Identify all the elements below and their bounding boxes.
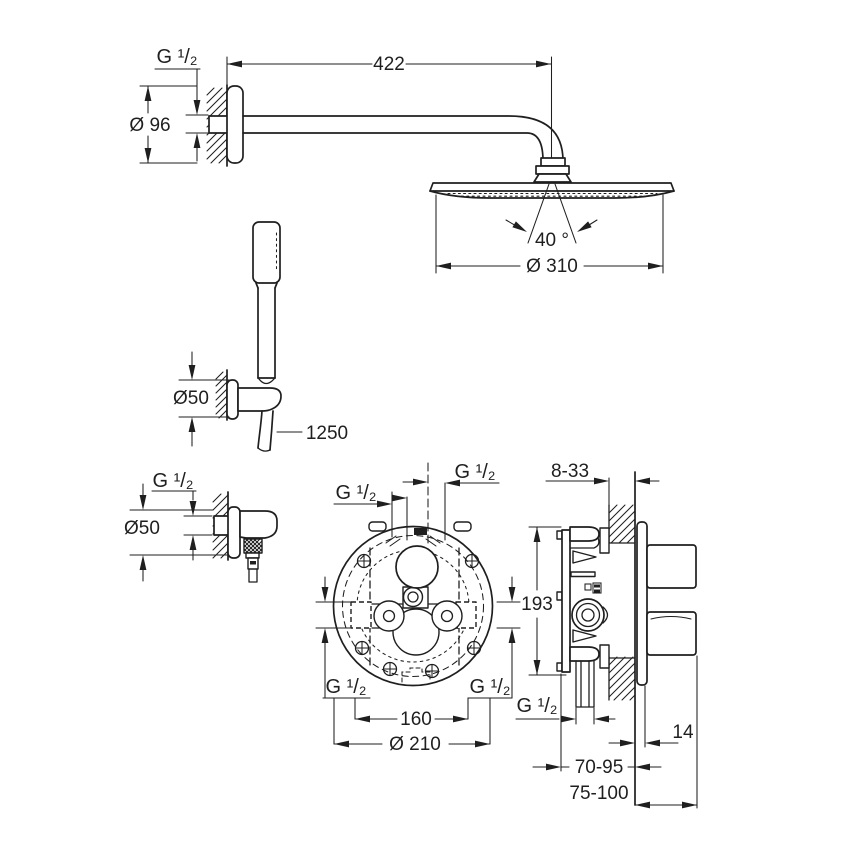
label-g12-mixer-bottom-right: G ¹/₂ (469, 676, 510, 698)
dim-1250: 1250 (306, 423, 348, 444)
dim-160-lines (354, 715, 469, 723)
label-g12-elbow: G ¹/₂ (152, 470, 193, 492)
head-shower-assembly (139, 56, 675, 274)
dimension-labels: G ¹/₂ 422 Ø 96 40 ° Ø 310 Ø50 1250 G ¹/₂… (124, 46, 694, 804)
dim-50-elbow-lines (129, 483, 228, 582)
fixing-screws (354, 553, 482, 679)
center-screw (402, 586, 424, 608)
label-g12-side: G ¹/₂ (516, 695, 557, 717)
arm-wall-thread (208, 115, 229, 134)
arm-nut (540, 157, 566, 167)
elbow-wall-thread (213, 515, 230, 536)
dim-d50-holder: Ø50 (173, 388, 209, 409)
dim-8-33-lines (545, 477, 660, 507)
mixer-top-leaders (333, 462, 500, 547)
dim-422: 422 (373, 54, 405, 75)
dim-d50-elbow: Ø50 (124, 518, 160, 539)
mixer-side-view (515, 471, 698, 809)
valve-right (431, 600, 463, 632)
mounting-lug-bottom (599, 644, 610, 669)
handle-top (646, 544, 697, 589)
holder-wall-hatch (215, 371, 228, 419)
arm-wall-flange (226, 85, 244, 164)
hose-nut-knurl (243, 538, 263, 554)
label-g12-arm: G ¹/₂ (156, 46, 197, 68)
rough-in-back-plate (561, 529, 571, 673)
mixer-side-leaders (315, 576, 521, 745)
bottom-outlet-dashed (401, 667, 431, 683)
valve-left (373, 600, 405, 632)
wall-elbow-assembly (129, 483, 278, 583)
side-outlet-left (350, 601, 372, 629)
dim-14-lines (608, 685, 679, 748)
mounting-lug-top (599, 527, 610, 554)
mixer-front-view (315, 462, 567, 748)
rough-in-body-outline (332, 525, 494, 687)
dim-75-100-lines (634, 655, 698, 809)
handle-bottom (646, 611, 697, 656)
mounting-ear-left (368, 521, 387, 532)
dim-193: 193 (521, 594, 553, 615)
dim-14: 14 (672, 722, 694, 743)
g12-side-leader (515, 707, 616, 725)
shower-arm (242, 115, 564, 162)
dim-d210: Ø 210 (389, 734, 441, 755)
trim-plate (636, 521, 648, 686)
hand-shower-head (252, 221, 281, 284)
g12-elbow-leader (151, 490, 213, 561)
label-g12-mixer-bottom-left: G ¹/₂ (325, 676, 366, 698)
dim-193-lines (528, 526, 567, 676)
dim-422-lines (226, 60, 552, 68)
dim-310-lines (435, 194, 664, 274)
top-outlet-mark (414, 528, 427, 535)
dim-70-95-lines (532, 673, 662, 772)
dim-75-100: 75-100 (569, 783, 628, 804)
upper-port (395, 545, 439, 589)
body-bottom-cap (569, 646, 600, 662)
shower-hose (257, 410, 263, 449)
shower-holder (237, 387, 282, 412)
elbow-flange (227, 506, 241, 559)
dim-8-33: 8-33 (551, 461, 589, 482)
g12-arm-leader (154, 68, 209, 162)
body-top-cap (569, 526, 600, 542)
dim-70-95: 70-95 (575, 757, 624, 778)
elbow-body (239, 510, 278, 539)
side-wall-hatch (608, 504, 636, 701)
dim-210-lines (333, 740, 491, 748)
dim-d310: Ø 310 (526, 256, 578, 277)
hand-shower-assembly (178, 221, 303, 452)
spray-angle (505, 183, 598, 244)
shower-head (429, 182, 675, 192)
label-g12-mixer-top-right: G ¹/₂ (454, 461, 495, 483)
dim-160: 160 (400, 709, 432, 730)
holder-flange (226, 379, 239, 420)
dim-angle-40: 40 ° (535, 230, 569, 251)
bottom-outlet-stub (575, 660, 595, 708)
mounting-ear-right (453, 521, 472, 532)
dim-50-holder-lines (178, 351, 230, 447)
dim-d96: Ø 96 (129, 115, 170, 136)
dim-96-lines (139, 85, 198, 164)
label-g12-mixer-top-left: G ¹/₂ (335, 482, 376, 504)
lower-port (392, 608, 440, 656)
